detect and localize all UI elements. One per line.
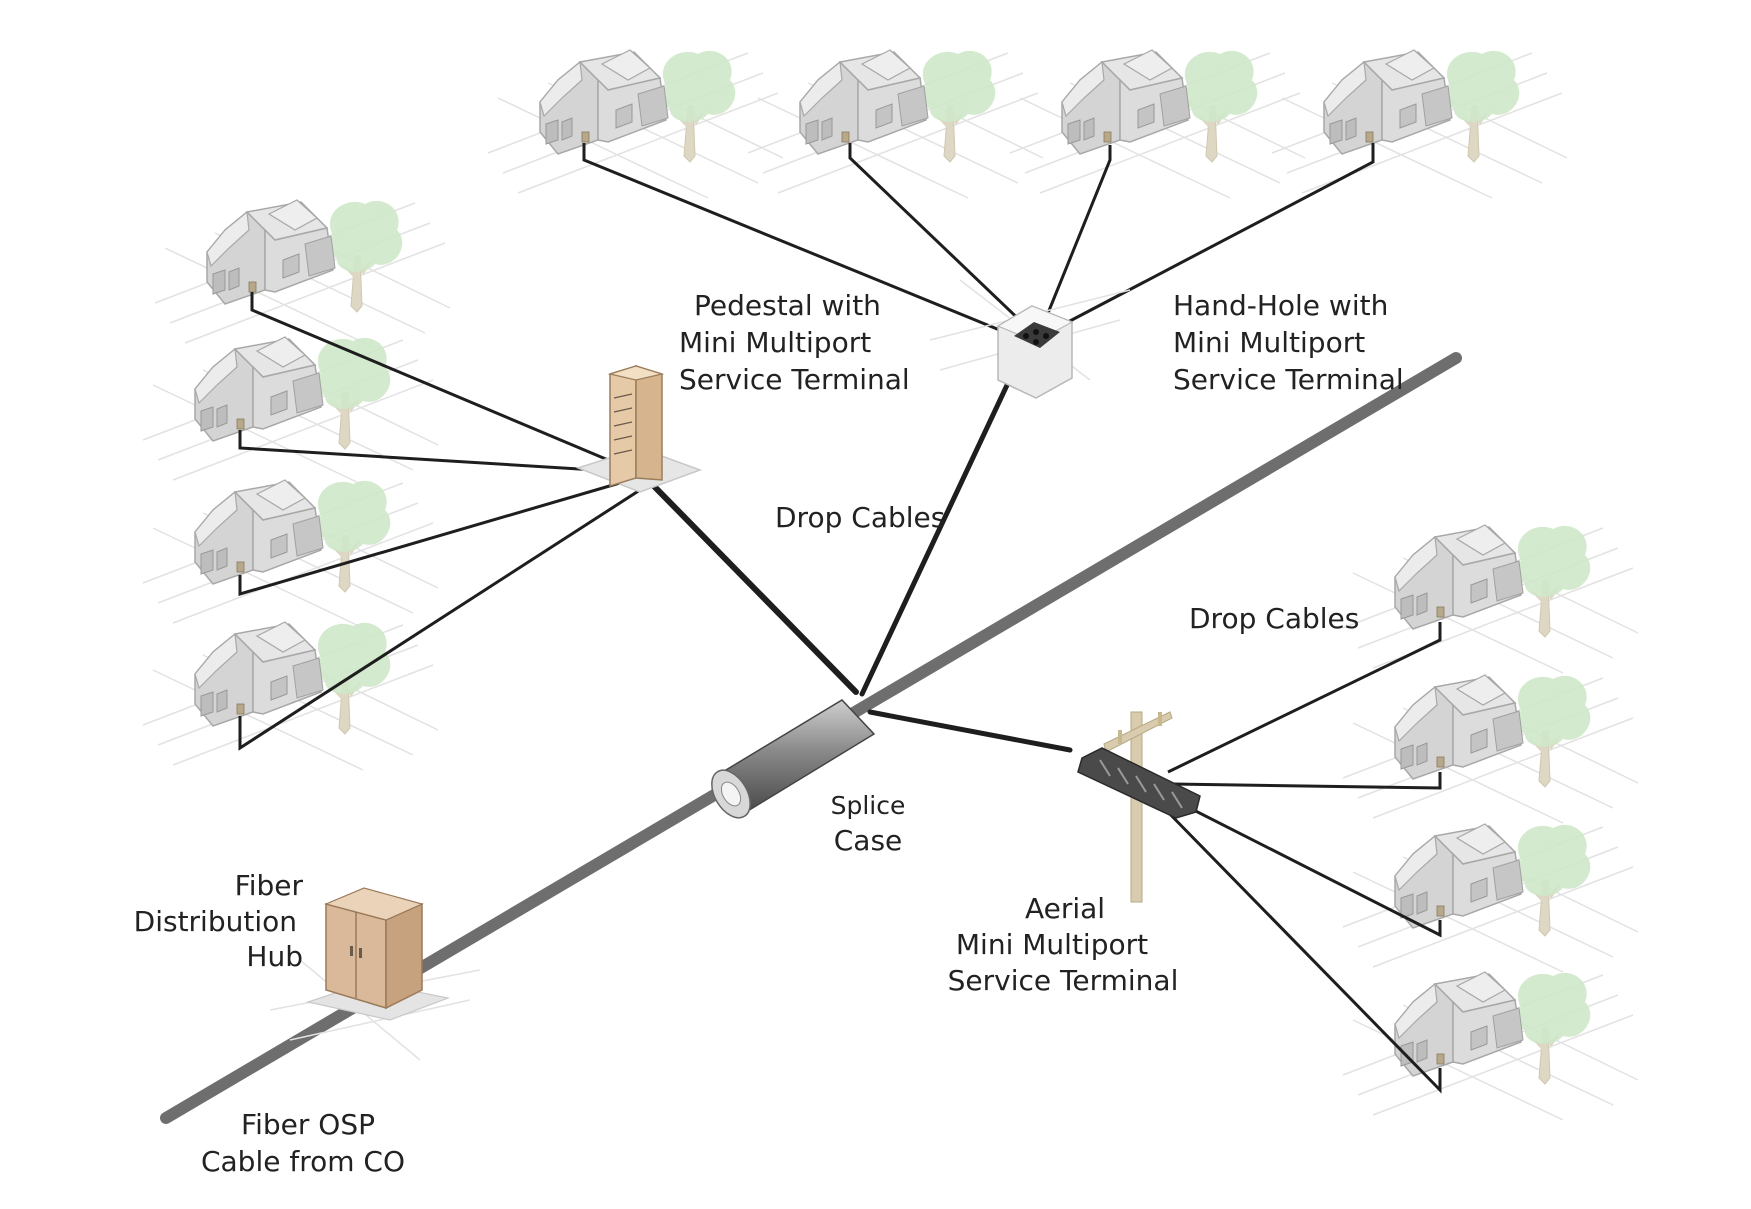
label-osp-line1: Fiber OSP [241, 1108, 375, 1141]
house-icon [1009, 49, 1306, 199]
label-aerial-line1: Aerial [1025, 892, 1105, 925]
drop-cables-handhole [582, 143, 1375, 342]
label-aerial-line3: Service Terminal [948, 964, 1179, 997]
house-icon [747, 49, 1044, 199]
distribution-cables [643, 363, 1073, 753]
house-icon [1271, 49, 1568, 199]
aerial-terminal-icon [1077, 747, 1201, 819]
label-pedestal-line1: Pedestal with [694, 289, 881, 322]
house-icon [142, 479, 439, 629]
house-icon [1342, 674, 1639, 824]
house-icon [1342, 524, 1639, 674]
label-drop-cables-right: Drop Cables [1189, 602, 1359, 635]
house-icon [154, 199, 451, 349]
label-aerial: Aerial Mini Multiport Service Terminal [948, 892, 1179, 997]
label-aerial-line2: Mini Multiport [956, 928, 1148, 961]
label-fiber-hub: Fiber Distribution Hub [134, 869, 304, 973]
label-hub-line2: Distribution [134, 905, 297, 938]
label-drop-cables-center: Drop Cables [775, 501, 945, 534]
house-icon [1342, 823, 1639, 973]
handhole-icon [929, 279, 1131, 399]
label-pedestal-line3: Service Terminal [679, 363, 910, 396]
label-hub-line3: Hub [246, 940, 303, 973]
label-handhole-line1: Hand-Hole with [1173, 289, 1388, 322]
label-pedestal-line2: Mini Multiport [679, 326, 871, 359]
house-icon [1342, 971, 1639, 1121]
label-osp-line2: Cable from CO [201, 1145, 405, 1178]
label-splice-line1: Splice [831, 791, 906, 820]
label-splice-line2: Case [834, 824, 903, 857]
label-pedestal: Pedestal with Mini Multiport Service Ter… [679, 289, 910, 396]
label-handhole-line2: Mini Multiport [1173, 326, 1365, 359]
label-osp-cable: Fiber OSP Cable from CO [201, 1108, 405, 1178]
utility-pole-icon [1103, 711, 1173, 903]
splice-case-icon [711, 699, 876, 819]
drop-cables-pedestal [238, 292, 641, 751]
fiber-hub-cabinet-icon [269, 887, 481, 1061]
house-icon [142, 621, 439, 771]
label-handhole-line3: Service Terminal [1173, 363, 1404, 396]
label-splice-case: Splice Case [831, 791, 906, 857]
house-icon [487, 49, 784, 199]
house-icon [142, 336, 439, 486]
drop-cables-aerial [1160, 622, 1442, 1094]
label-handhole: Hand-Hole with Mini Multiport Service Te… [1173, 289, 1404, 396]
pedestal-icon [575, 364, 703, 493]
label-hub-line1: Fiber [235, 869, 304, 902]
